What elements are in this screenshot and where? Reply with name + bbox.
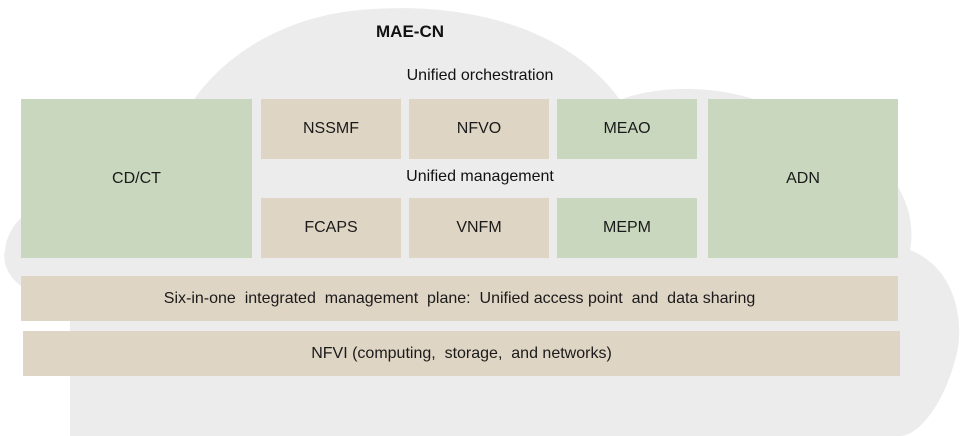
nfvo-module: NFVO <box>409 99 549 159</box>
orchestration-layer-label: Unified orchestration <box>406 67 554 84</box>
fcaps-module: FCAPS <box>261 198 401 258</box>
nssmf-module: NSSMF <box>261 99 401 159</box>
vnfm-module: VNFM <box>409 198 549 258</box>
nfvi-bar: NFVI (computing, storage, and networks) <box>23 331 900 376</box>
mepm-module: MEPM <box>557 198 697 258</box>
management-layer-label: Unified management <box>406 168 554 185</box>
adn-block: ADN <box>708 99 898 258</box>
management-plane-bar: Six-in-one integrated management plane: … <box>21 276 898 321</box>
diagram-title: MAE-CN <box>376 22 444 41</box>
cdct-block: CD/CT <box>21 99 252 258</box>
meao-module: MEAO <box>557 99 697 159</box>
